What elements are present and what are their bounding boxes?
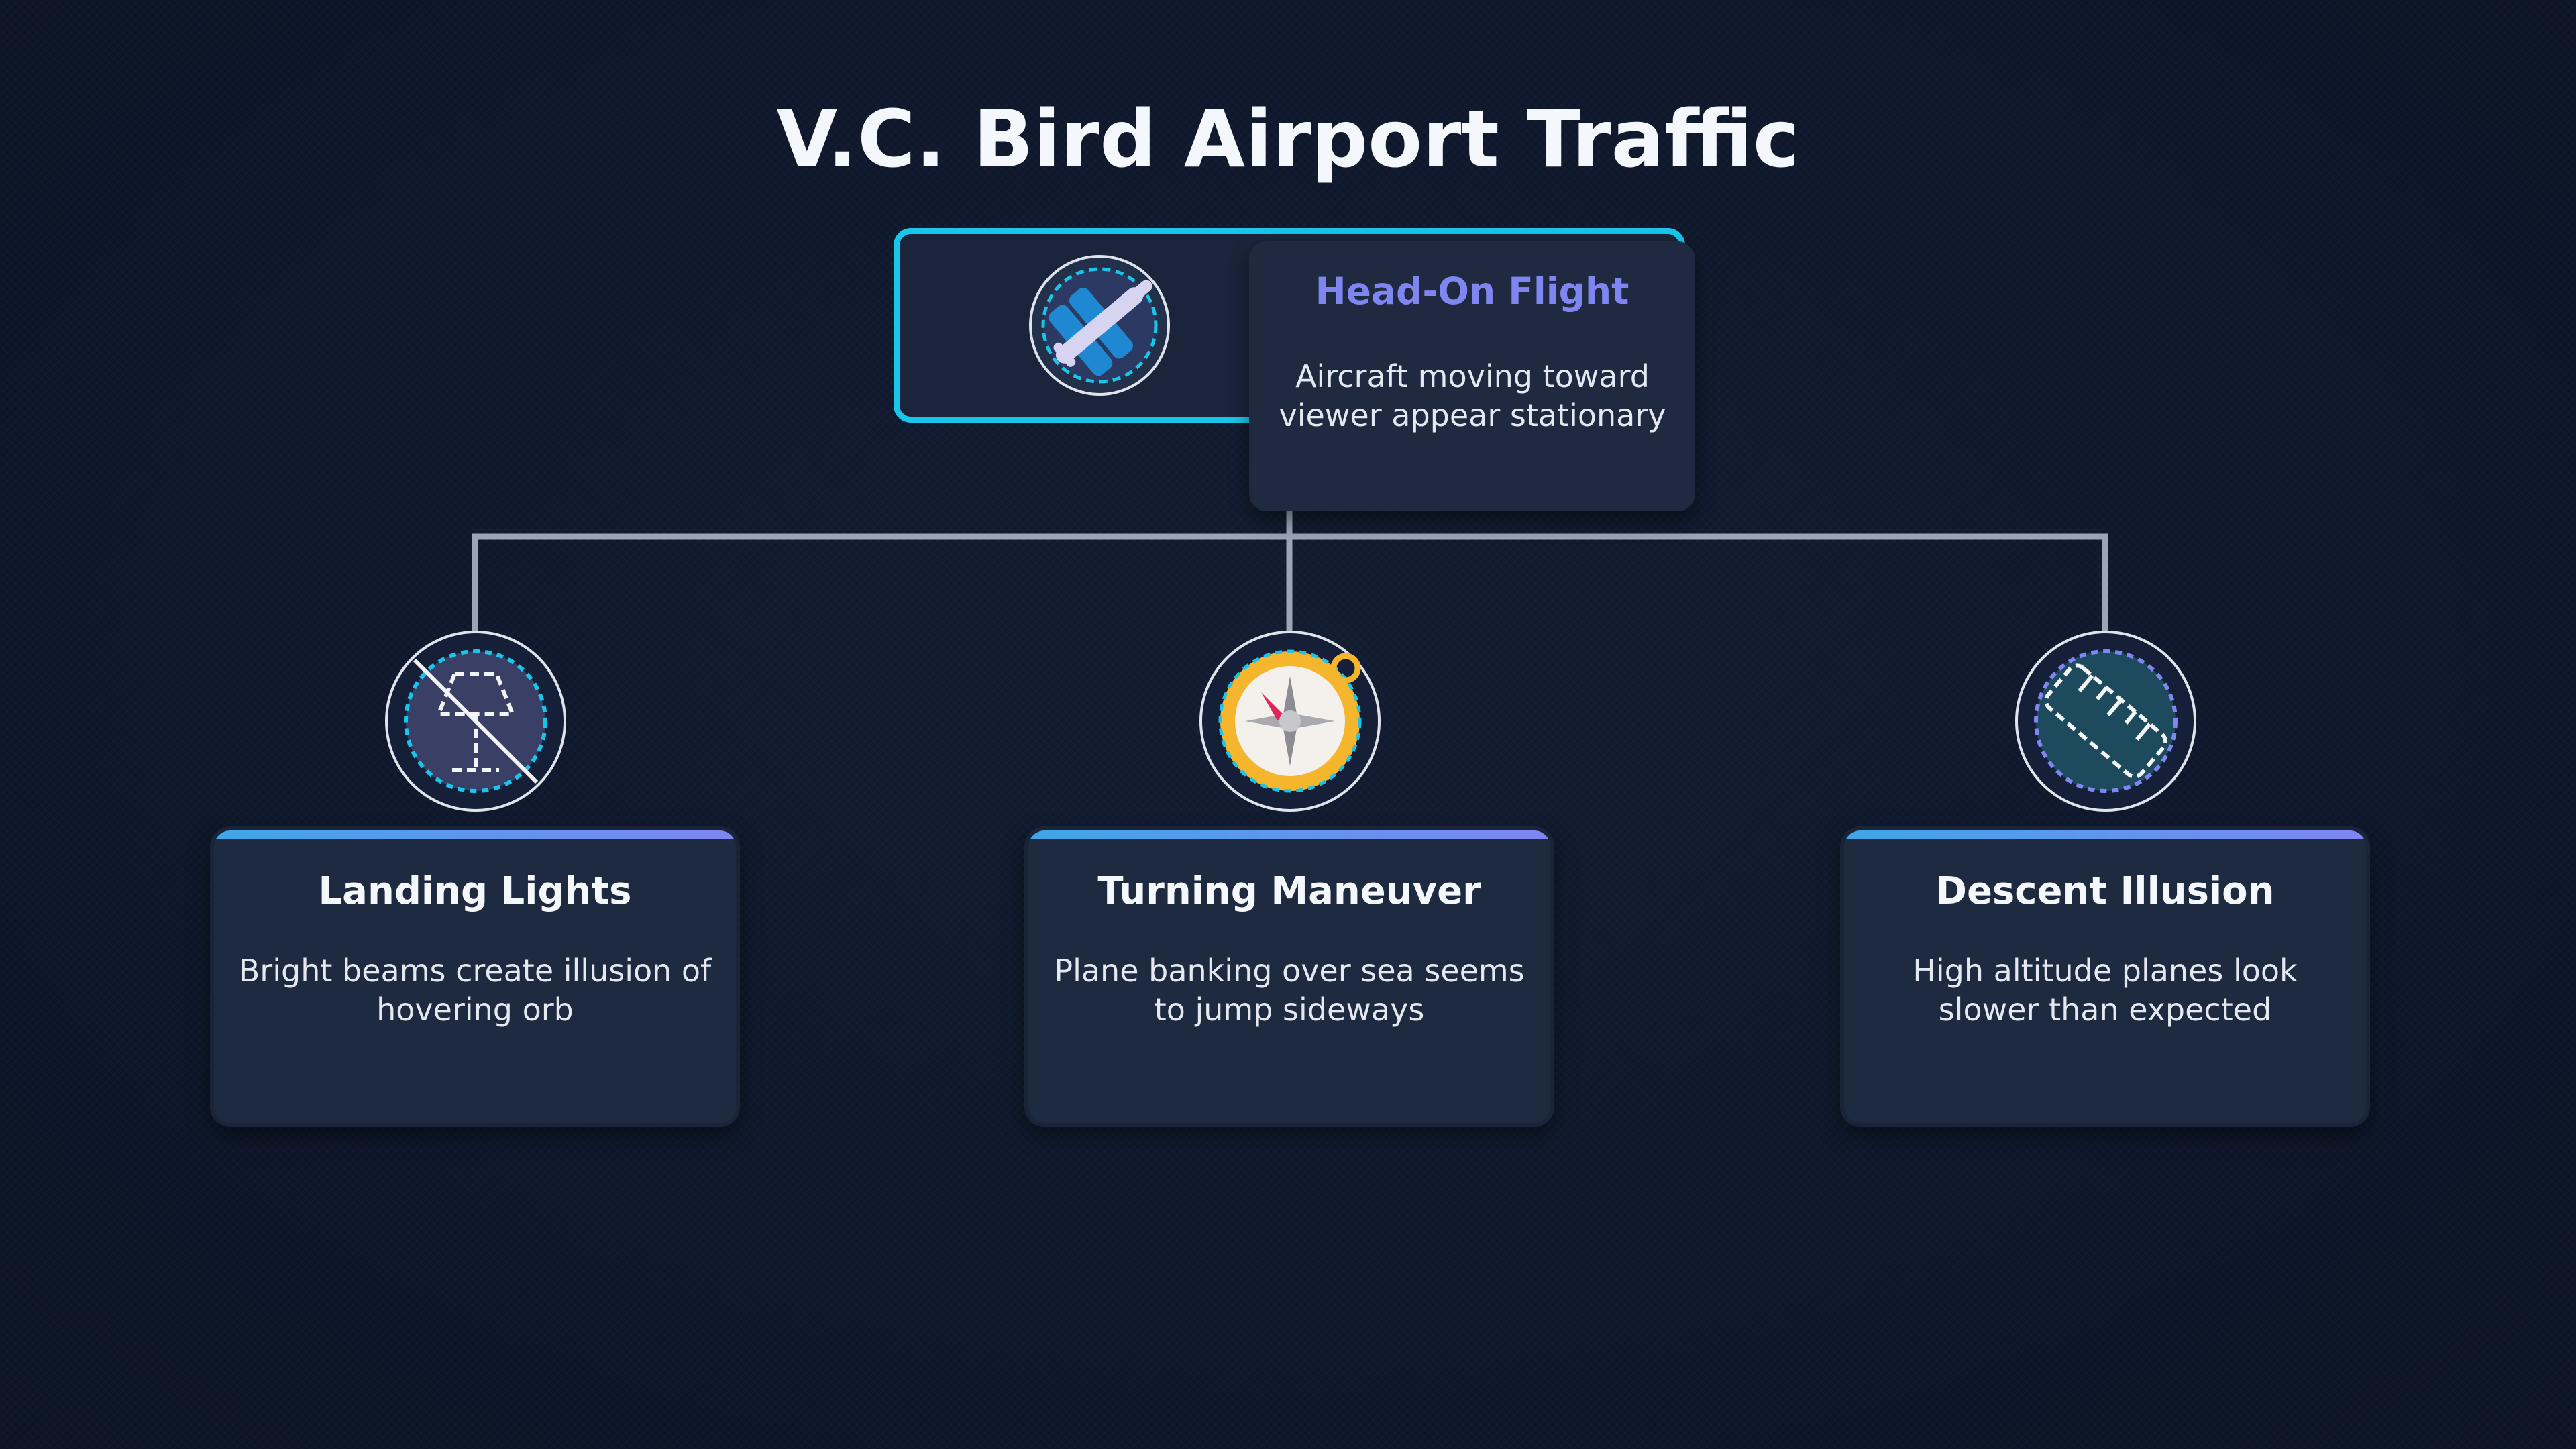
card-accent-bar — [1028, 830, 1550, 839]
root-node-panel — [1249, 241, 1695, 511]
airplane-icon — [1029, 255, 1170, 396]
root-node-heading: Head-On Flight — [1315, 270, 1629, 313]
card-description: Plane banking over sea seems to jump sid… — [1054, 953, 1525, 1028]
card-title: Turning Maneuver — [1097, 869, 1481, 913]
card-title: Landing Lights — [318, 869, 632, 913]
page-title: V.C. Bird Airport Traffic — [776, 93, 1800, 185]
card-description: Bright beams create illusion of hovering… — [238, 953, 712, 1028]
card-title: Descent Illusion — [1935, 869, 2275, 913]
ruler-icon — [2015, 631, 2196, 812]
card-description: High altitude planes look slower than ex… — [1913, 953, 2298, 1028]
compass-icon — [1199, 631, 1381, 812]
card-descent-illusion[interactable]: Descent Illusion High altitude planes lo… — [1840, 826, 2370, 1127]
card-accent-bar — [214, 830, 736, 839]
root-node-description: Aircraft moving toward viewer appear sta… — [1279, 358, 1666, 433]
card-landing-lights[interactable]: Landing Lights Bright beams create illus… — [210, 826, 740, 1127]
card-turning-maneuver[interactable]: Turning Maneuver Plane banking over sea … — [1024, 826, 1554, 1127]
card-accent-bar — [1844, 830, 2366, 839]
lamp-off-icon — [385, 631, 566, 812]
